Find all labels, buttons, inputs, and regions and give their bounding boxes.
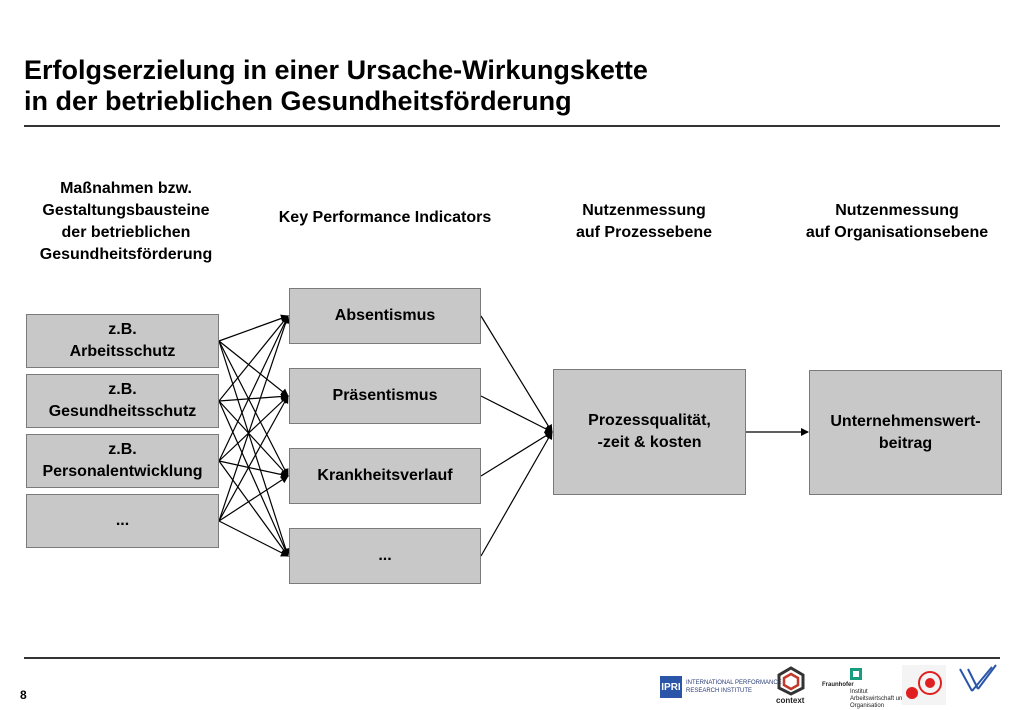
title-divider — [24, 125, 1000, 127]
company-value-box: Unternehmenswert-beitrag — [809, 370, 1002, 495]
kpi-box-krankheitsverlauf: Krankheitsverlauf — [289, 448, 481, 504]
process-box-text: -zeit & kosten — [597, 434, 702, 451]
kpi-box-label: Präsentismus — [332, 387, 438, 404]
fraunhofer-logo-text: Fraunhofer Institut Arbeitswirtschaft un… — [822, 682, 906, 710]
fraunhofer-text-line: Organisation — [850, 703, 885, 709]
measures-header-line: Gestaltungsbausteine — [42, 202, 210, 219]
measures-column-header: Maßnahmen bzw. Gestaltungsbausteine der … — [20, 178, 232, 266]
ipri-logo: IPRI — [660, 676, 682, 698]
measure-box-text: ... — [115, 512, 130, 529]
measure-to-kpi-arrow — [218, 395, 289, 462]
measures-header-line: Maßnahmen bzw. — [60, 180, 192, 197]
measure-to-kpi-arrow — [218, 314, 289, 342]
measure-box-text: Personalentwicklung — [42, 463, 203, 480]
measure-box-gesundheitsschutz: z.B. Gesundheitsschutz — [26, 374, 219, 428]
measure-to-kpi-arrow — [218, 395, 289, 522]
measure-to-kpi-arrow — [218, 400, 289, 557]
measure-box-text: z.B. — [108, 381, 137, 398]
kpi-box-praesentismus: Präsentismus — [289, 368, 481, 424]
ipri-text-line: INTERNATIONAL PERFORMANCE — [686, 680, 782, 686]
fraunhofer-text-line: Institut — [850, 689, 868, 695]
process-header-line: Nutzenmessung — [582, 202, 706, 219]
measure-to-kpi-arrow — [218, 460, 289, 557]
kpi-to-process-arrow — [480, 431, 553, 557]
kpi-to-process-arrow — [480, 431, 553, 477]
org-box-text: Unternehmenswert- — [830, 412, 981, 430]
kpi-box-label: Krankheitsverlauf — [317, 467, 453, 484]
footer-divider — [24, 657, 1000, 659]
measure-to-kpi-arrow — [218, 340, 289, 397]
kpi-to-process-arrow — [480, 315, 553, 433]
measure-box-text: Arbeitsschutz — [69, 343, 176, 360]
kpi-box-absentismus: Absentismus — [289, 288, 481, 344]
context-logo-icon — [777, 666, 805, 696]
measure-box-text: z.B. — [108, 321, 137, 338]
kpi-to-process-arrow — [480, 395, 553, 433]
measure-to-kpi-arrow — [218, 315, 289, 462]
ipri-text-line: RESEARCH INSTITUTE — [686, 688, 753, 694]
measure-to-kpi-arrow — [218, 400, 289, 477]
measure-to-kpi-arrow — [218, 340, 289, 477]
measure-to-kpi-arrow — [218, 460, 289, 479]
fraunhofer-text-line: Arbeitswirtschaft und — [850, 696, 906, 702]
measure-to-kpi-arrow — [218, 520, 289, 557]
page-title-line1: Erfolgserzielung in einer Ursache-Wirkun… — [24, 55, 648, 85]
measure-to-kpi-arrow — [218, 315, 290, 522]
measure-to-kpi-arrow — [218, 340, 290, 557]
process-quality-box: Prozessqualität, -zeit & kosten — [553, 369, 746, 495]
process-header-line: auf Prozessebene — [575, 224, 713, 241]
kpi-box-label: Absentismus — [334, 307, 436, 324]
measure-box-more: ... — [26, 494, 219, 548]
org-box-text: beitrag — [878, 434, 933, 452]
measures-header-line: Gesundheitsförderung — [39, 246, 213, 263]
chair-logo-icon — [959, 664, 997, 692]
fraunhofer-text-line: Fraunhofer — [822, 682, 854, 688]
page-number: 8 — [20, 688, 27, 702]
measure-box-arbeitsschutz: z.B. Arbeitsschutz — [26, 314, 219, 368]
page-title-line2: in der betrieblichen Gesundheitsförderun… — [24, 86, 572, 116]
kpi-column-header: Key Performance Indicators — [255, 207, 515, 229]
context-logo-text: context — [776, 696, 805, 705]
organisation-header-line: auf Organisationsebene — [805, 224, 989, 241]
measures-header-line: der betrieblichen — [61, 224, 191, 241]
process-column-header: Nutzenmessung auf Prozessebene — [548, 200, 740, 244]
measure-box-text: z.B. — [108, 441, 137, 458]
kpi-box-label: ... — [378, 547, 392, 564]
page-title: Erfolgserzielung in einer Ursache-Wirkun… — [24, 55, 1004, 117]
university-seal-icon — [902, 665, 946, 705]
kpi-header-line: Key Performance Indicators — [278, 209, 492, 226]
measure-to-kpi-arrow — [218, 315, 289, 402]
organisation-header-line: Nutzenmessung — [835, 202, 959, 219]
ipri-logo-text: INTERNATIONAL PERFORMANCE RESEARCH INSTI… — [686, 679, 782, 695]
fraunhofer-logo-icon — [850, 668, 862, 680]
measure-to-kpi-arrow — [218, 475, 289, 522]
kpi-box-more: ... — [289, 528, 481, 584]
measure-to-kpi-arrow — [218, 392, 289, 402]
process-box-text: Prozessqualität, — [588, 412, 711, 429]
organisation-column-header: Nutzenmessung auf Organisationsebene — [784, 200, 1010, 244]
measure-box-personalentwicklung: z.B. Personalentwicklung — [26, 434, 219, 488]
measure-box-text: Gesundheitsschutz — [48, 403, 197, 420]
